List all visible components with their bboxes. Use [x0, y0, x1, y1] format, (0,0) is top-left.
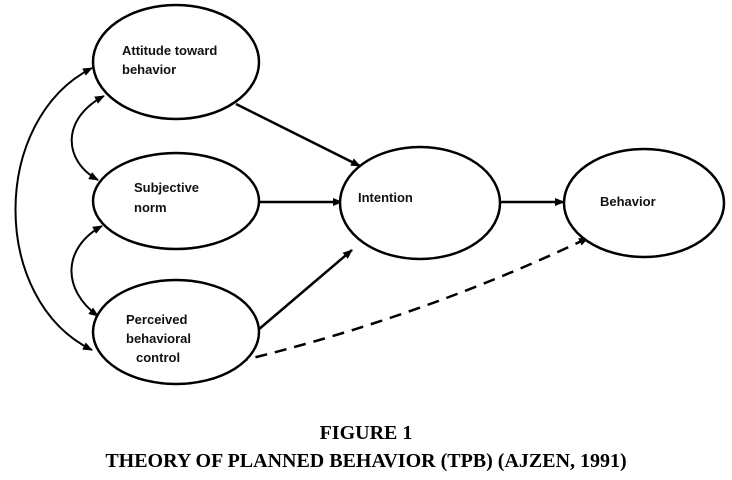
- arrow-attitude-to-intention: [235, 102, 361, 168]
- correlation-arc-attitude-perceived: [14, 67, 93, 351]
- figure-number: FIGURE 1: [319, 422, 413, 444]
- node-subjective-norm: [91, 151, 261, 251]
- perceived-label-line2: behavioral: [126, 331, 191, 346]
- dashed-arrow-perceived-to-behavior: [235, 236, 589, 364]
- behavior-label: Behavior: [600, 194, 656, 209]
- node-intention: [338, 145, 502, 261]
- correlation-arc-subjective-perceived: [70, 225, 103, 317]
- perceived-label-line1: Perceived: [126, 312, 187, 327]
- attitude-label-line2: behavior: [122, 62, 176, 77]
- correlation-arc-attitude-subjective: [70, 95, 105, 181]
- node-perceived-behavioral-control: [91, 278, 261, 386]
- intention-label: Intention: [358, 190, 413, 205]
- perceived-label-line3: control: [136, 350, 180, 365]
- node-attitude: [91, 3, 261, 121]
- node-behavior: [562, 147, 726, 259]
- subjective-label-line2: norm: [134, 200, 167, 215]
- arrow-perceived-to-intention: [257, 249, 353, 331]
- attitude-label-line1: Attitude toward: [122, 43, 217, 58]
- subjective-label-line1: Subjective: [134, 180, 199, 195]
- figure-title: THEORY OF PLANNED BEHAVIOR (TPB) (AJZEN,…: [105, 450, 627, 472]
- tpb-diagram: Attitude toward behavior Subjective norm…: [14, 3, 726, 386]
